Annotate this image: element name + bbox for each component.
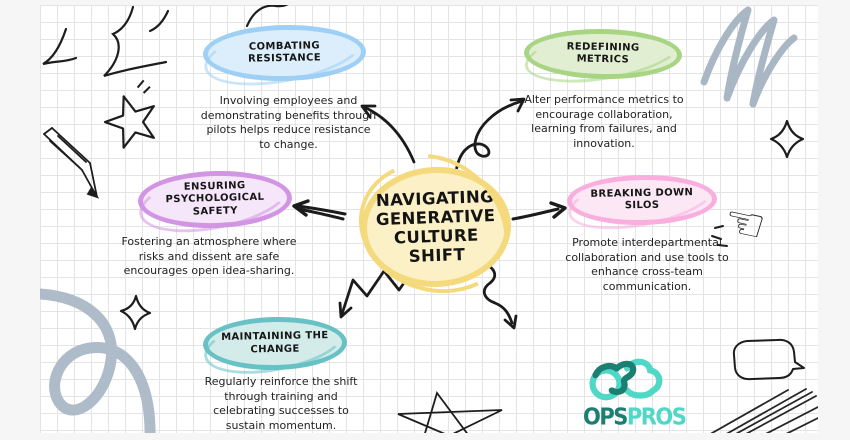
sparkle-icon: [769, 119, 805, 159]
node-description: Promote interdepartmental collaboration …: [565, 236, 729, 293]
node-description: Involving employees and demonstrating be…: [200, 94, 377, 151]
opspros-logo: OPSPROS: [583, 349, 687, 428]
opspros-logo-mark-icon: [589, 358, 663, 401]
arrow-to-breaking-down-silos: [511, 201, 567, 221]
logo-text-pros: PROS: [626, 404, 687, 430]
spark-dashes-icon: [711, 225, 728, 247]
pentagram-star-icon: [397, 391, 503, 433]
pencil-doodle-icon: [43, 127, 100, 199]
doodles-and-arrows-layer: [40, 5, 818, 433]
logo-text-ops: OPS: [583, 404, 628, 430]
opspros-logo-text: OPSPROS: [583, 404, 687, 430]
node-description: Alter performance metrics to encourage c…: [524, 93, 684, 150]
speech-bubble-icon: [732, 338, 805, 381]
arrow-to-maintaining-the-change: [338, 264, 418, 319]
node-label: MAINTAINING THE CHANGE: [221, 330, 329, 355]
hatch-lines-icon: [710, 388, 818, 433]
central-topic-label: NAVIGATING GENERATIVE CULTURE SHIFT: [375, 186, 496, 267]
loop-scribble-icon: [40, 288, 156, 433]
node-description: Fostering an atmosphere where risks and …: [121, 235, 297, 278]
node-description: Regularly reinforce the shift through tr…: [204, 375, 358, 432]
arrow-to-psychological-safety: [292, 199, 347, 221]
node-label: ENSURING PSYCHOLOGICAL SAFETY: [165, 179, 265, 218]
node-label: REDEFINING METRICS: [566, 40, 640, 66]
node-label: COMBATING RESISTANCE: [248, 39, 322, 65]
star-doodle-icon: [103, 79, 155, 149]
arrow-to-redefining-metrics: [454, 97, 526, 174]
sparkle-icon: [119, 294, 152, 331]
swoosh-doodle-icon: [42, 5, 289, 78]
node-label: BREAKING DOWN SILOS: [590, 186, 694, 212]
node-redefining-metrics: REDEFINING METRICS: [523, 27, 683, 81]
zigzag-scribble-icon: [700, 6, 798, 108]
